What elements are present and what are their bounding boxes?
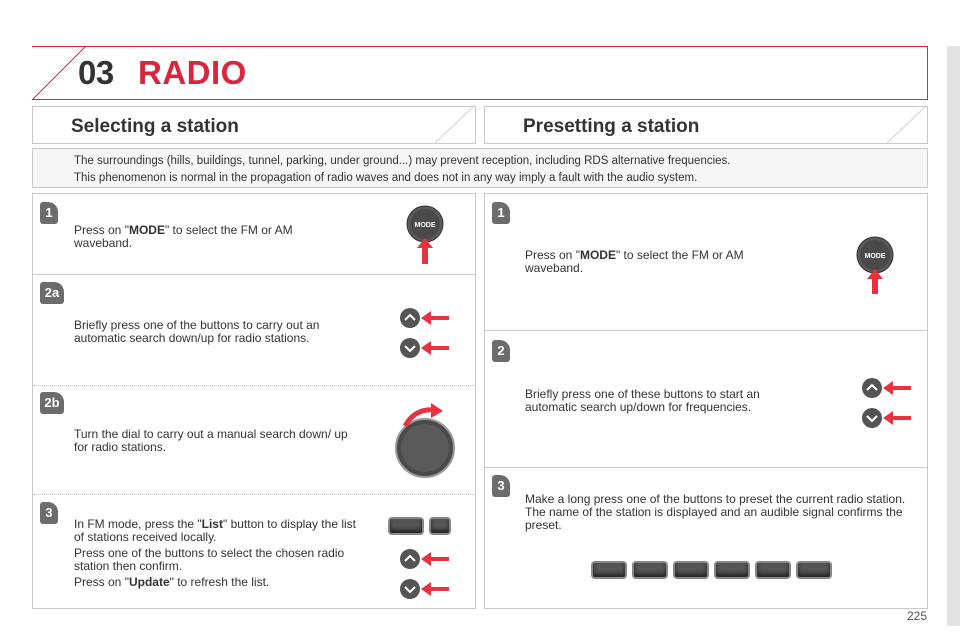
svg-text:MODE: MODE [865,253,886,260]
step-3-text: Make a long press one of the buttons to … [525,492,906,532]
list-key-icon [429,517,451,535]
info-line-2: This phenomenon is normal in the propaga… [74,172,698,184]
step-1-text: Press on "MODE" to select the FM or AM w… [525,248,744,275]
step-2-text: Briefly press one of these buttons to st… [525,387,760,414]
left-panel: 1 Press on "MODE" to select the FM or AM… [32,193,476,609]
page-edge-bar [947,46,960,626]
info-line-1: The surroundings (hills, buildings, tunn… [74,155,731,167]
divider [485,467,927,468]
step-3-text-2: Press one of the buttons to select the c… [74,546,345,573]
section-header-diagonal [887,107,926,143]
step-badge-2b: 2b [40,392,64,414]
section-title-presetting: Presetting a station [523,116,700,137]
page-number: 225 [907,609,928,623]
chapter-header-diagonal [31,46,87,100]
step-2b-text: Turn the dial to carry out a manual sear… [74,427,348,454]
dial-icon [395,403,455,478]
chapter-title: RADIO [138,54,247,91]
preset-key-icon [755,561,791,579]
divider [33,385,475,386]
preset-key-icon [591,561,627,579]
section-header-selecting: Selecting a station [32,106,476,144]
chapter-header-frame [32,46,928,100]
chevron-up-icon [400,308,449,328]
section-header-presetting: Presetting a station [484,106,928,144]
chevron-up-icon [862,378,911,398]
step-badge-3: 3 [492,475,510,497]
mode-button-icon: MODE [856,236,894,294]
chapter-number: 03 [78,54,114,91]
preset-key-icon [632,561,668,579]
preset-key-icon [673,561,709,579]
step-1-text: Press on "MODE" to select the FM or AM w… [74,223,293,250]
chevron-up-icon [400,549,449,569]
step-badge-1: 1 [40,202,58,224]
preset-key-icon [796,561,832,579]
preset-key-icon [714,561,750,579]
step-2a-text: Briefly press one of the buttons to carr… [74,318,320,345]
divider [33,274,475,275]
divider [485,330,927,331]
svg-text:MODE: MODE [415,222,436,229]
list-key-icon [388,517,424,535]
reception-info-box: The surroundings (hills, buildings, tunn… [32,148,928,188]
chevron-down-icon [400,338,449,358]
step-badge-3: 3 [40,502,58,524]
mode-button-icon: MODE [406,205,444,264]
step-3-text-3: Press on "Update" to refresh the list. [74,575,270,589]
step-badge-1: 1 [492,202,510,224]
right-panel: 1 Press on "MODE" to select the FM or AM… [484,193,928,609]
section-title-selecting: Selecting a station [71,116,239,137]
step-3-text-1: In FM mode, press the "List" button to d… [74,517,356,544]
chevron-down-icon [400,579,449,599]
step-badge-2a: 2a [40,282,64,304]
chevron-down-icon [862,408,911,428]
step-badge-2: 2 [492,340,510,362]
divider [33,494,475,495]
section-header-diagonal [435,107,474,143]
